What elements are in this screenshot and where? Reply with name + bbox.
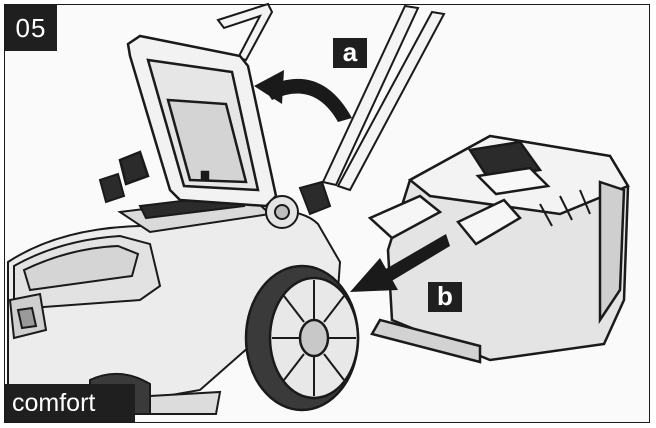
rear-flap xyxy=(118,34,278,208)
model-variant-badge: comfort xyxy=(5,384,135,422)
rear-wheel xyxy=(244,264,360,412)
callout-label-b: b xyxy=(428,282,462,312)
handle-joint xyxy=(98,172,332,229)
step-number-badge: 05 xyxy=(5,5,57,51)
grass-catcher xyxy=(367,134,630,364)
mower-body xyxy=(7,192,342,408)
arrow-b xyxy=(350,234,450,292)
arrow-a xyxy=(254,70,352,122)
callout-label-a: a xyxy=(333,38,367,68)
